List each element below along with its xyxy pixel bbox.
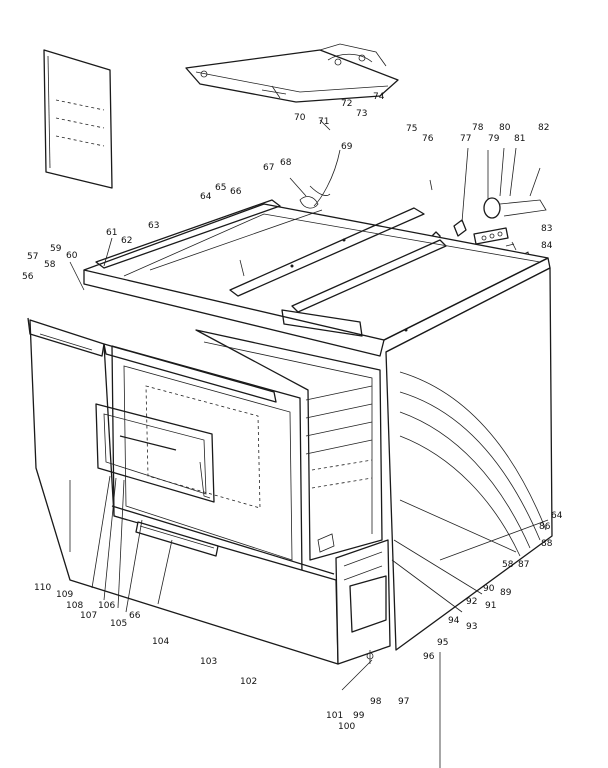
callout-92: 92	[466, 597, 477, 607]
callout-66-bottom: 66	[129, 611, 141, 621]
callout-64-top: 64	[200, 192, 212, 202]
callout-60: 60	[66, 251, 78, 261]
callout-81: 81	[514, 134, 525, 144]
lower-hinge-bracket	[317, 533, 391, 665]
callout-99: 99	[353, 711, 365, 721]
callout-67: 67	[263, 163, 274, 173]
callout-64-right: 64	[551, 511, 563, 521]
callout-66-top: 66	[230, 187, 242, 197]
door-window-frame	[95, 403, 215, 503]
callout-79: 79	[488, 134, 500, 144]
callout-63: 63	[148, 221, 159, 231]
callout-82: 82	[538, 123, 549, 133]
callout-78: 78	[472, 123, 484, 133]
cooktop-top-cover	[185, 43, 399, 103]
callout-90: 90	[483, 584, 495, 594]
callout-73: 73	[356, 109, 367, 119]
callout-77: 77	[460, 134, 471, 144]
callout-94: 94	[448, 616, 460, 626]
upper-left-detached-panel	[43, 49, 113, 189]
callout-57: 57	[27, 252, 38, 262]
callout-104: 104	[152, 637, 169, 647]
callout-83: 83	[541, 224, 552, 234]
callout-68: 68	[280, 158, 292, 168]
callout-97: 97	[398, 697, 409, 707]
callout-58-right: 58	[502, 560, 514, 570]
oven-cavity-liner	[195, 309, 383, 561]
callout-102: 102	[240, 677, 257, 687]
callout-103: 103	[200, 657, 217, 667]
callout-89: 89	[500, 588, 512, 598]
callout-61: 61	[106, 228, 117, 238]
callout-leader-lines	[69, 119, 549, 768]
callout-100: 100	[338, 722, 355, 732]
callout-71: 71	[318, 117, 329, 127]
callout-74: 74	[373, 92, 385, 102]
callout-98: 98	[370, 697, 382, 707]
callout-69: 69	[341, 142, 353, 152]
callout-numbers: 72 74 73 70 71 69 67 68 75 76 77 78 79 8…	[22, 92, 563, 732]
callout-87: 87	[518, 560, 529, 570]
callout-80: 80	[499, 123, 511, 133]
callout-59: 59	[50, 244, 62, 254]
cabinet-top-frame	[83, 199, 551, 357]
callout-76: 76	[422, 134, 434, 144]
callout-101: 101	[326, 711, 343, 721]
callout-62: 62	[121, 236, 132, 246]
callout-58: 58	[44, 260, 56, 270]
callout-91: 91	[485, 601, 496, 611]
cabinet-right-side-panel	[385, 267, 553, 651]
callout-105: 105	[110, 619, 127, 629]
callout-108: 108	[66, 601, 83, 611]
callout-106: 106	[98, 601, 115, 611]
callout-109: 109	[56, 590, 73, 600]
callout-93: 93	[466, 622, 477, 632]
callout-75: 75	[406, 124, 417, 134]
callout-70: 70	[294, 113, 306, 123]
callout-65: 65	[215, 183, 226, 193]
callout-56: 56	[22, 272, 34, 282]
callout-107: 107	[80, 611, 97, 621]
callout-72: 72	[341, 99, 352, 109]
callout-88: 88	[541, 539, 553, 549]
door-handle	[135, 521, 219, 557]
callout-110: 110	[34, 583, 51, 593]
callout-96: 96	[423, 652, 435, 662]
callout-86: 86	[539, 522, 551, 532]
callout-84: 84	[541, 241, 553, 251]
callout-95: 95	[437, 638, 448, 648]
